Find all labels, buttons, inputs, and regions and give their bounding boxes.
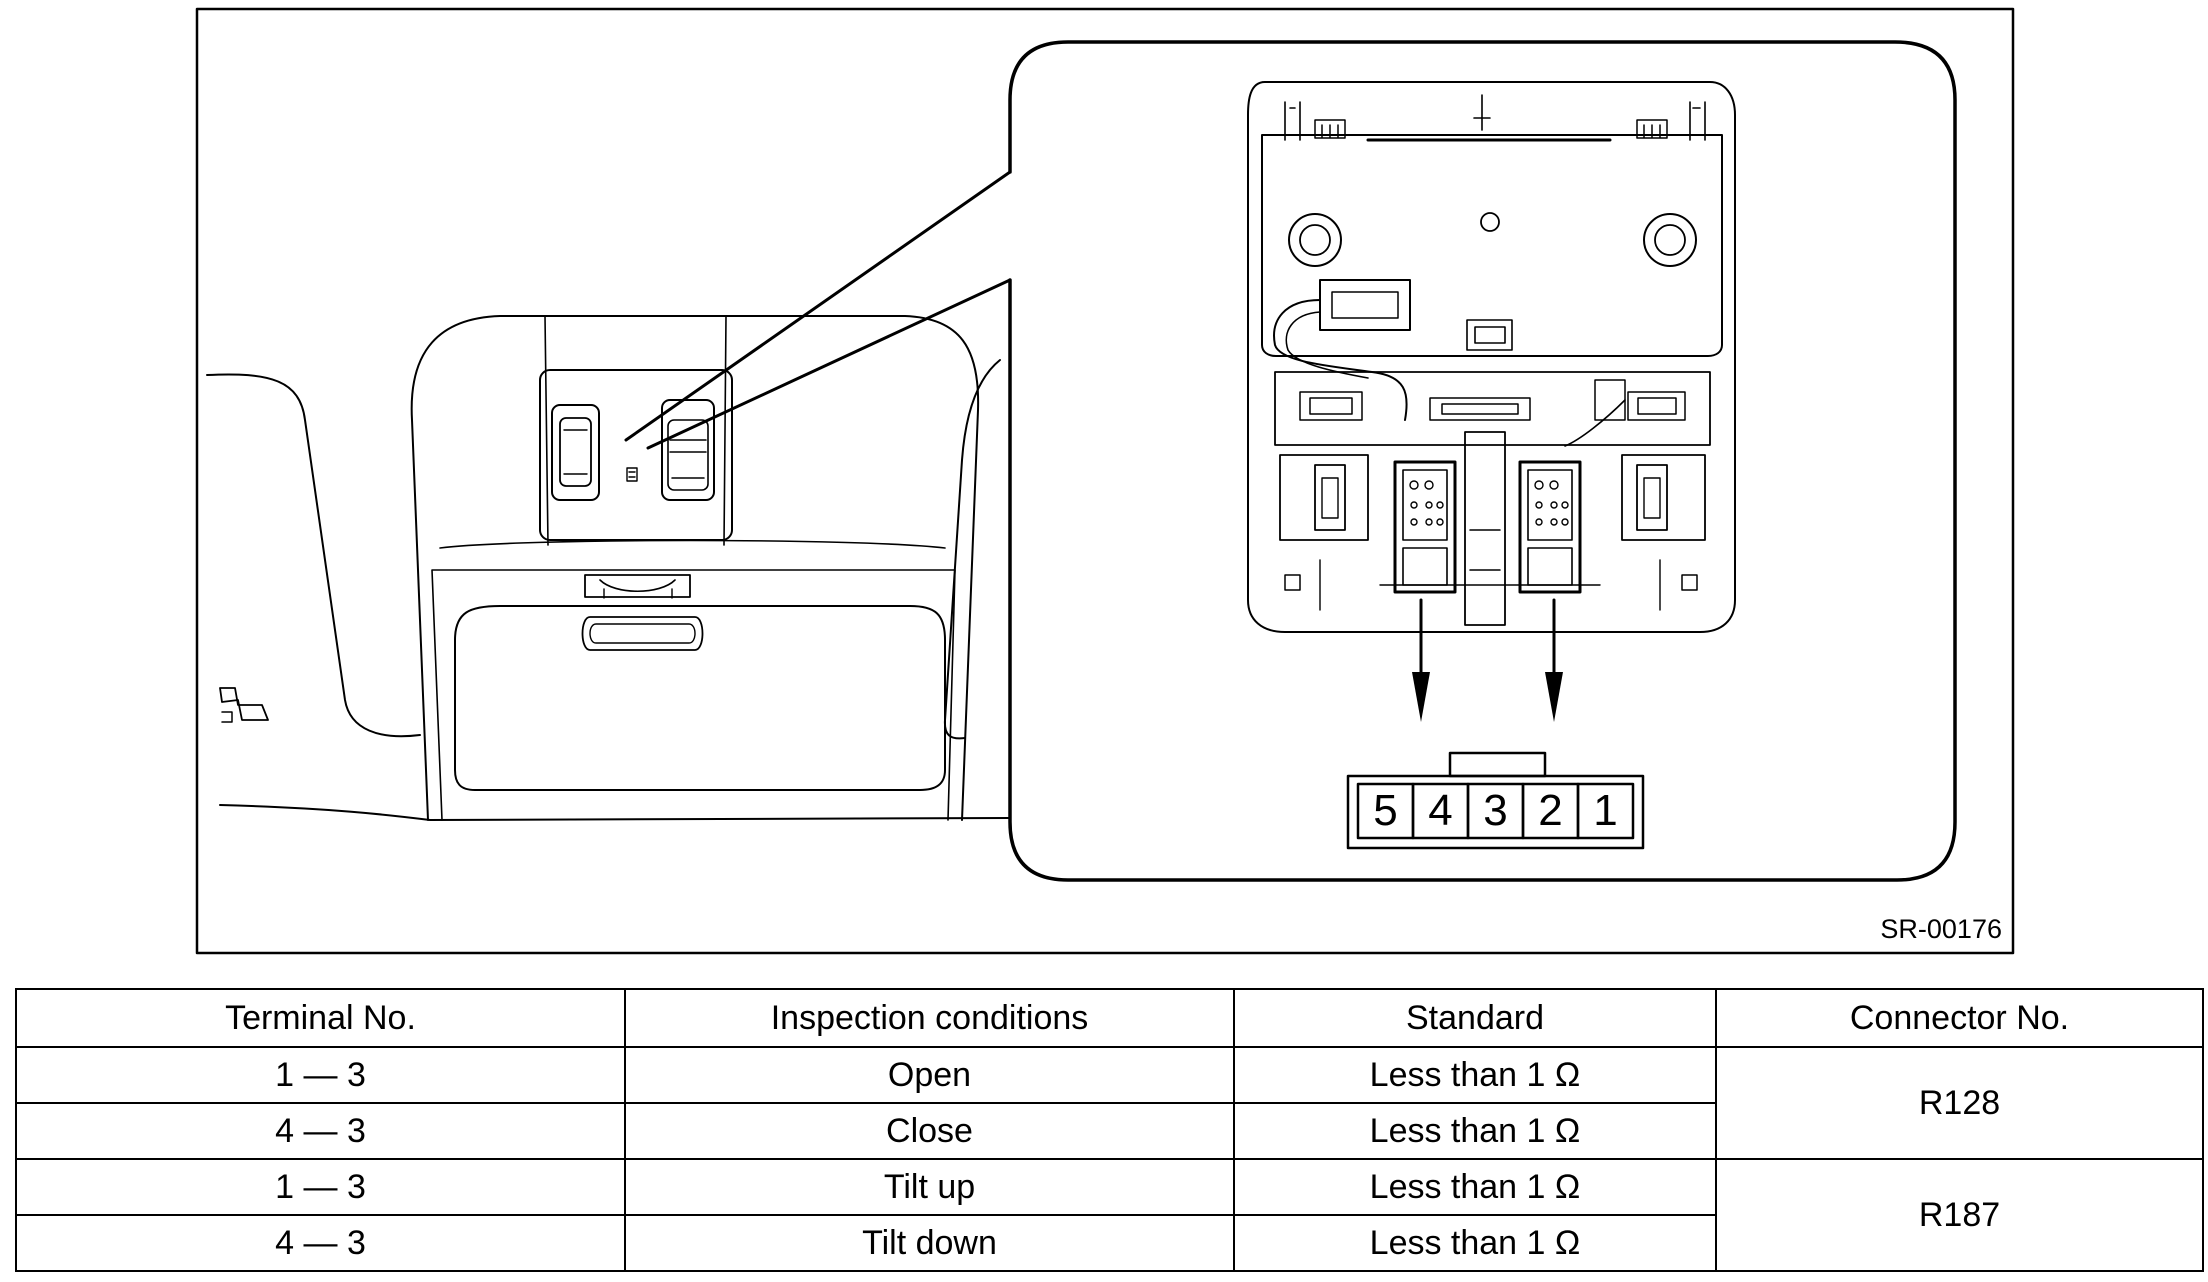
figure-frame xyxy=(195,7,2015,955)
callout-panel xyxy=(1008,40,1957,882)
table-row: 1 — 3 Open Less than 1 Ω R128 xyxy=(15,1046,2204,1160)
header-connector-no: Connector No. xyxy=(1715,988,2204,1048)
standard-cell: Less than 1 Ω xyxy=(1233,1158,1717,1216)
table-header-row: Terminal No. Inspection conditions Stand… xyxy=(15,988,2204,1048)
condition-cell: Close xyxy=(624,1102,1235,1160)
connector-cell: R187 xyxy=(1715,1158,2204,1272)
arrow-connector-r128 xyxy=(1412,598,1430,722)
standard-cell: Less than 1 Ω xyxy=(1233,1214,1717,1272)
pin-label: 1 xyxy=(1593,786,1617,835)
condition-cell: Tilt up xyxy=(624,1158,1235,1216)
terminal-cell: 4 — 3 xyxy=(15,1102,626,1160)
figure-code: SR-00176 xyxy=(1880,914,2002,944)
connector-face: 5 4 3 2 1 xyxy=(1346,751,1645,850)
header-standard: Standard xyxy=(1233,988,1717,1048)
standard-cell: Less than 1 Ω xyxy=(1233,1102,1717,1160)
standard-cell: Less than 1 Ω xyxy=(1233,1046,1717,1104)
pin-label: 2 xyxy=(1538,786,1562,835)
switch-assembly-backview xyxy=(1247,81,1736,633)
connector-lock-tab xyxy=(1448,751,1547,778)
terminal-cell: 4 — 3 xyxy=(15,1214,626,1272)
pin-label: 3 xyxy=(1483,786,1507,835)
header-terminal-no: Terminal No. xyxy=(15,988,626,1048)
terminal-cell: 1 — 3 xyxy=(15,1158,626,1216)
spec-table: Terminal No. Inspection conditions Stand… xyxy=(15,988,2204,1272)
table-row: 4 — 3 Tilt down Less than 1 Ω xyxy=(15,1214,2203,1272)
terminal-cell: 1 — 3 xyxy=(15,1046,626,1104)
connector-cell: R128 xyxy=(1715,1046,2204,1160)
header-inspection-conditions: Inspection conditions xyxy=(624,988,1235,1048)
table-row: 1 — 3 Tilt up Less than 1 Ω R187 xyxy=(15,1158,2204,1272)
roof-console-overview xyxy=(206,315,1033,821)
pin-label: 4 xyxy=(1428,786,1452,835)
arrow-connector-r187 xyxy=(1545,598,1563,722)
wiring-figure: 5 4 3 2 1 SR-00176 xyxy=(195,7,2015,955)
pin-label: 5 xyxy=(1373,786,1397,835)
callout-leader xyxy=(624,170,1012,450)
condition-cell: Tilt down xyxy=(624,1214,1235,1272)
condition-cell: Open xyxy=(624,1046,1235,1104)
table-row: 4 — 3 Close Less than 1 Ω xyxy=(15,1102,2203,1160)
